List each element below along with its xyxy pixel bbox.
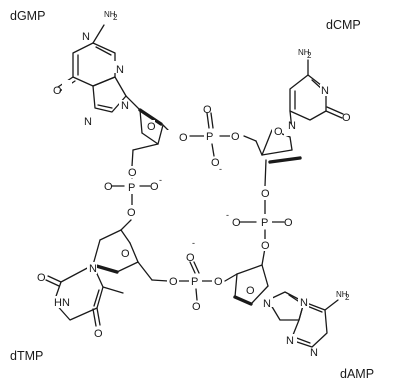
atom-o: O bbox=[179, 132, 188, 144]
atom-n: N bbox=[84, 116, 92, 128]
charge-minus: - bbox=[226, 210, 229, 220]
amine-sub2: 2 bbox=[113, 13, 118, 22]
charge-minus: - bbox=[219, 164, 222, 174]
bond-network bbox=[45, 24, 344, 348]
atom-n: N bbox=[82, 31, 90, 43]
atom-n: N bbox=[116, 64, 124, 76]
label-dgmp: dGMP bbox=[10, 9, 45, 23]
atom-n: N bbox=[263, 298, 271, 310]
amine-nh2: NH bbox=[104, 10, 116, 19]
atom-n: N bbox=[321, 85, 329, 97]
atom-o: O bbox=[169, 276, 178, 288]
atom-o: O bbox=[128, 167, 137, 179]
atom-n: N bbox=[310, 347, 318, 359]
charge-minus: - bbox=[192, 238, 195, 248]
amine-sub2: 2 bbox=[307, 51, 312, 60]
atom-o: O bbox=[121, 248, 130, 260]
atom-o: O bbox=[94, 328, 103, 340]
nucleotide-labels: dGMP dCMP dTMP dAMP bbox=[10, 9, 374, 381]
atom-o: O bbox=[214, 276, 223, 288]
atom-o: O bbox=[342, 112, 351, 124]
atom-n: N bbox=[121, 100, 129, 112]
atom-p: P bbox=[128, 182, 135, 194]
atom-p: P bbox=[206, 131, 213, 143]
atom-o: O bbox=[274, 126, 283, 138]
atom-p: P bbox=[261, 217, 268, 229]
amine-nh2: NH bbox=[336, 290, 348, 299]
atom-o: O bbox=[246, 285, 255, 297]
label-dcmp: dCMP bbox=[326, 18, 361, 32]
atom-n: N bbox=[286, 335, 294, 347]
atom-o: O bbox=[150, 181, 159, 193]
atom-o: O bbox=[192, 301, 201, 313]
atom-hn: HN bbox=[54, 297, 70, 309]
atom-o: O bbox=[231, 131, 240, 143]
atom-o: O bbox=[37, 272, 46, 284]
atom-o: O bbox=[186, 252, 195, 264]
amine-sub2: 2 bbox=[345, 293, 350, 302]
atom-o: O bbox=[232, 217, 241, 229]
amine-nh2: NH bbox=[298, 48, 310, 57]
atom-o: O bbox=[261, 188, 270, 200]
atom-o: O bbox=[53, 85, 62, 97]
atom-n: N bbox=[300, 297, 308, 309]
atom-o: O bbox=[127, 207, 136, 219]
atom-o: O bbox=[211, 157, 220, 169]
charge-minus: - bbox=[159, 175, 162, 185]
atom-n: N bbox=[89, 263, 97, 275]
atom-o: O bbox=[284, 217, 293, 229]
atom-o: O bbox=[261, 240, 270, 252]
atom-labels: O N N N NH 2 N O O O P O O - O O N N O N… bbox=[37, 10, 351, 359]
atom-o: O bbox=[104, 181, 113, 193]
label-damp: dAMP bbox=[340, 367, 374, 381]
atom-p: P bbox=[191, 276, 198, 288]
atom-n: N bbox=[288, 120, 296, 132]
label-dtmp: dTMP bbox=[10, 349, 43, 363]
atom-o: O bbox=[203, 104, 212, 116]
atom-o: O bbox=[147, 121, 156, 133]
